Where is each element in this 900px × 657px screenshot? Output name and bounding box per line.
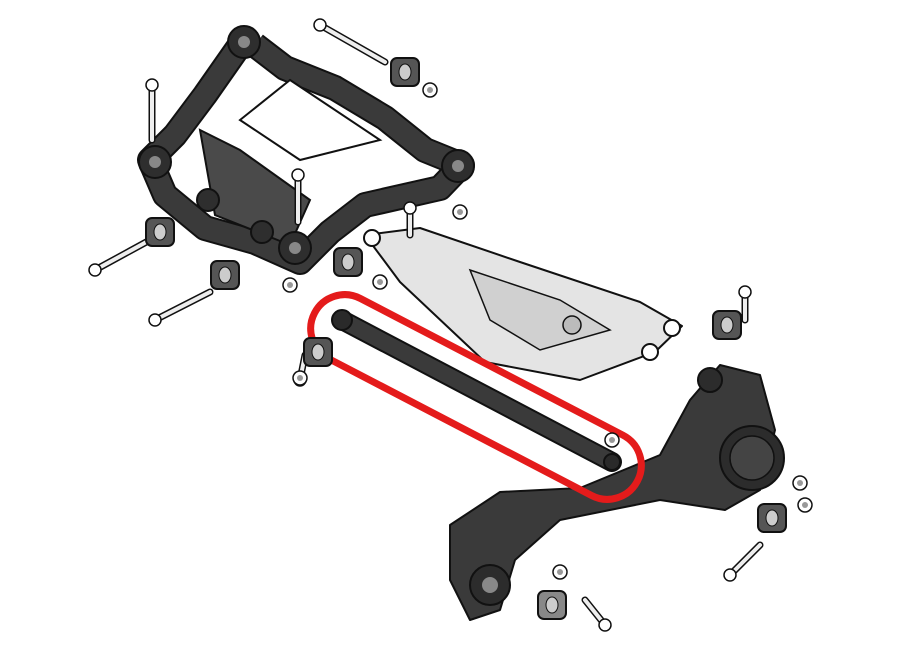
bushing-bore-icon bbox=[341, 253, 355, 271]
nut-hole-icon bbox=[457, 209, 463, 215]
bushing-bore-icon bbox=[311, 343, 325, 361]
bushing-bore-icon bbox=[398, 63, 412, 81]
nut-hole-icon bbox=[609, 437, 615, 443]
trailing-arm-knuckle bbox=[449, 364, 785, 621]
upper-control-arm bbox=[363, 227, 683, 381]
bolt-icon bbox=[153, 290, 212, 322]
bolt-head-icon bbox=[145, 78, 159, 92]
bushing-bore-icon bbox=[545, 596, 559, 614]
nut-hole-icon bbox=[427, 87, 433, 93]
bolt-head-icon bbox=[291, 168, 305, 182]
bushing-bore-icon bbox=[153, 223, 167, 241]
bolt-icon bbox=[93, 238, 152, 272]
bolt-head-icon bbox=[403, 201, 417, 215]
bolt-head-icon bbox=[738, 285, 752, 299]
bolt-head-icon bbox=[723, 568, 737, 582]
bolt-icon bbox=[318, 23, 387, 64]
nut-hole-icon bbox=[377, 279, 383, 285]
bolt-head-icon bbox=[313, 18, 327, 32]
hardware bbox=[88, 18, 813, 632]
nut-hole-icon bbox=[797, 480, 803, 486]
subframe-mounts bbox=[138, 25, 475, 265]
bushing-bore-icon bbox=[218, 266, 232, 284]
bolt-head-icon bbox=[598, 618, 612, 632]
highlight-outline bbox=[307, 291, 645, 503]
lateral-link bbox=[331, 309, 622, 472]
bolt-head-icon bbox=[88, 263, 102, 277]
bushing-bore-icon bbox=[765, 509, 779, 527]
bolt-icon bbox=[728, 543, 762, 577]
nut-hole-icon bbox=[297, 375, 303, 381]
nut-hole-icon bbox=[802, 502, 808, 508]
nut-hole-icon bbox=[287, 282, 293, 288]
bushing-bore-icon bbox=[720, 316, 734, 334]
bolt-head-icon bbox=[148, 313, 162, 327]
nut-hole-icon bbox=[557, 569, 563, 575]
